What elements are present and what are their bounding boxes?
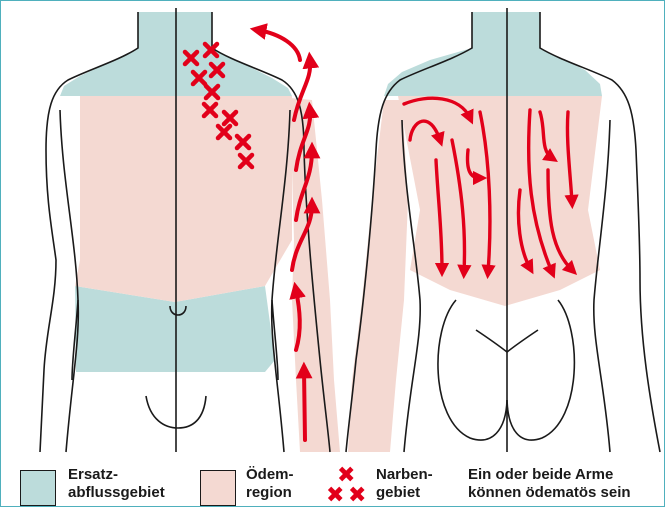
lymph-drainage-diagram [0, 0, 667, 456]
legend-arms-note: Ein oder beide Arme können ödematös sein [468, 466, 631, 502]
front-view [40, 8, 340, 452]
legend-substitute-swatch [20, 470, 56, 506]
back-arm-edema-zone [348, 100, 408, 452]
back-neck-shoulder-zone [384, 12, 602, 96]
cross-mark-icon: ✖ [348, 485, 366, 507]
legend-edema-label: Ödem- region [246, 466, 294, 502]
legend-scar-label: Narben- gebiet [376, 466, 433, 502]
legend-edema-swatch [200, 470, 236, 506]
back-view [346, 8, 660, 452]
arrow-icon [258, 30, 300, 60]
legend-substitute-label: Ersatz- abflussgebiet [68, 466, 165, 502]
front-chest-edema-zone [75, 96, 292, 302]
legend: Ersatz- abflussgebiet Ödem- region ✖ ✖ ✖… [0, 456, 667, 509]
arrow-icon [304, 370, 305, 440]
cross-mark-icon: ✖ [326, 485, 344, 507]
front-arm-edema-zone [290, 98, 340, 452]
